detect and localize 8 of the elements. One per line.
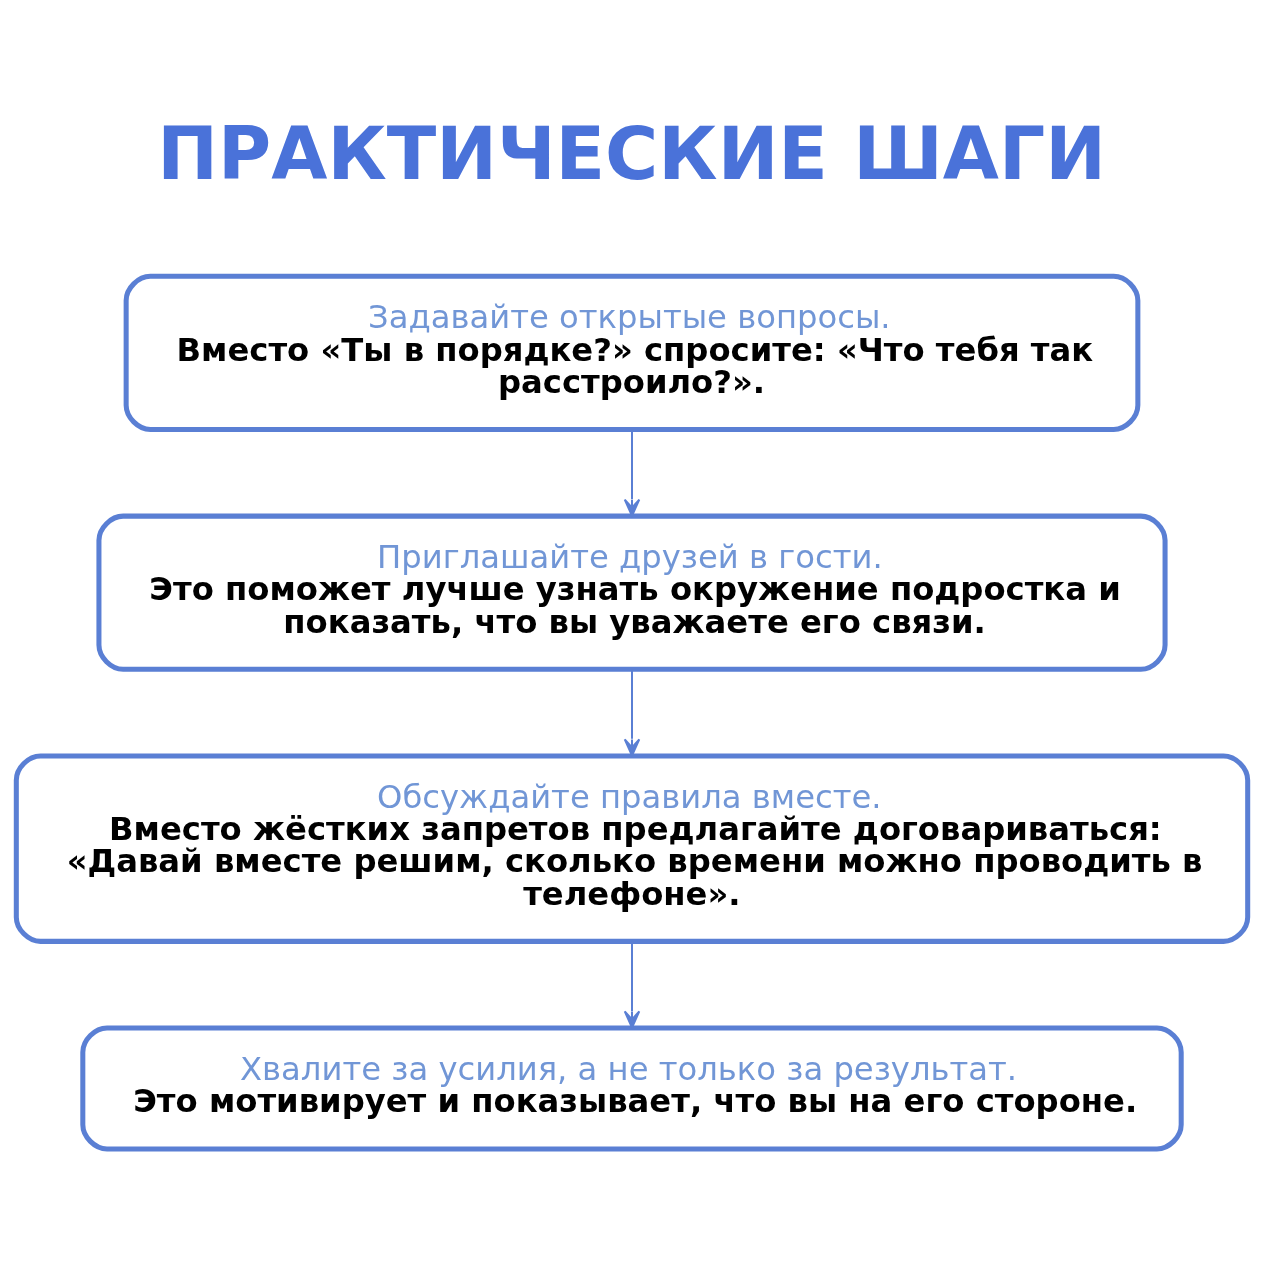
node-box: Приглашайте друзей в гости. Это поможет лучше узнать окружение подростка и показать, что вы уважаете его связи. — [96, 513, 1168, 672]
arrow — [623, 669, 641, 757]
node-box: Хвалите за усилия, а не только за результат. Это мотивирует и показывает, что вы на его стороне. — [80, 1025, 1184, 1152]
arrow — [623, 941, 641, 1029]
diagram-title: ПРАКТИЧЕСКИЕ ШАГИ — [157, 112, 1106, 197]
node-box: Обсуждайте правила вместе. Вместо жёстких запретов предлагайте договариваться: «Давай вместе решим, сколько времени можно проводить в телефоне». — [13, 753, 1251, 944]
node-box: Задавайте открытые вопросы. Вместо «Ты в порядке?» спросите: «Что тебя так расстроило?». — [123, 273, 1141, 432]
arrow — [623, 429, 641, 517]
